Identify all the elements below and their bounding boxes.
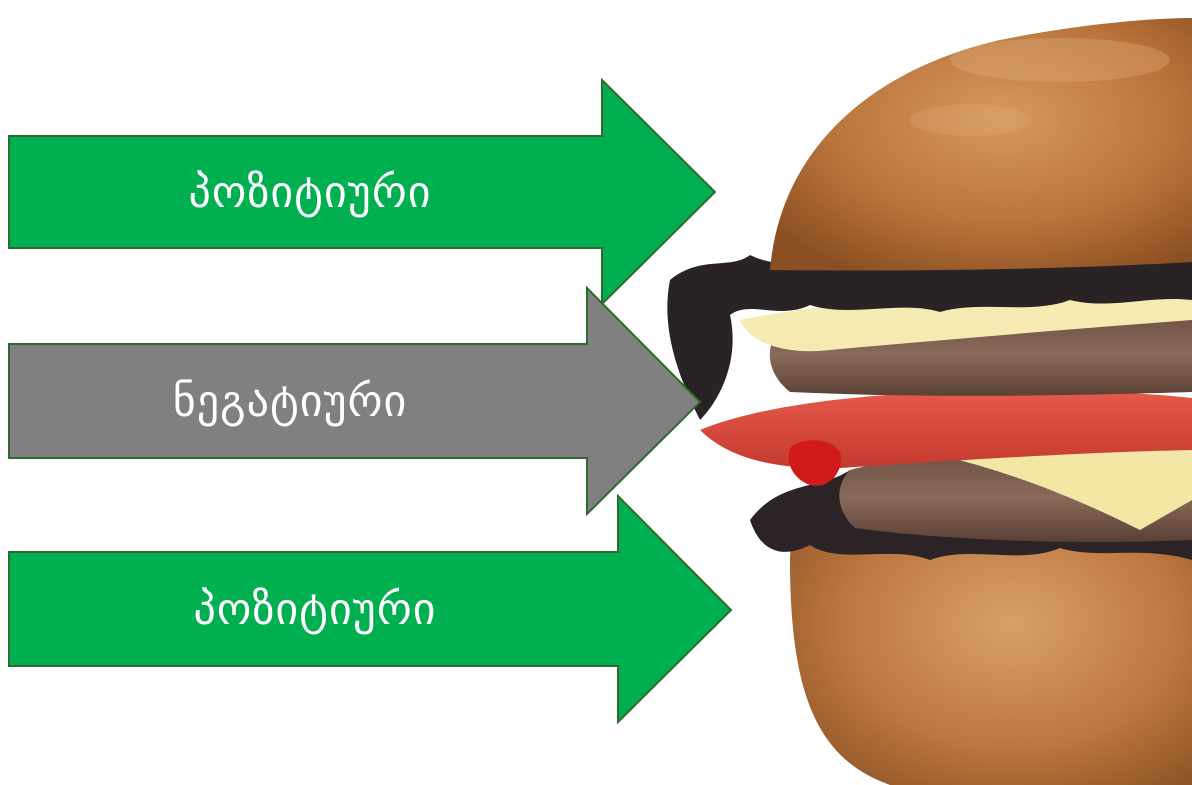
ketchup — [788, 440, 841, 486]
top-bun — [770, 18, 1192, 271]
positive-arrow-bottom: პოზიტიური — [0, 494, 736, 726]
arrow-shape — [8, 78, 717, 306]
positive-arrow-top: პოზიტიური — [0, 78, 720, 306]
bottom-bun — [790, 491, 1192, 785]
arrow-label: პოზიტიური — [193, 583, 437, 635]
arrow-label: ნეგატიური — [172, 375, 408, 427]
arrow-label: პოზიტიური — [188, 166, 432, 218]
lower-cheese — [940, 448, 1192, 530]
arrow-shape — [8, 286, 702, 517]
arrow-shape — [8, 494, 733, 725]
burger-illustration — [667, 18, 1192, 785]
upper-lettuce — [667, 255, 1192, 420]
negative-arrow-middle: ნეგატიური — [0, 286, 704, 518]
